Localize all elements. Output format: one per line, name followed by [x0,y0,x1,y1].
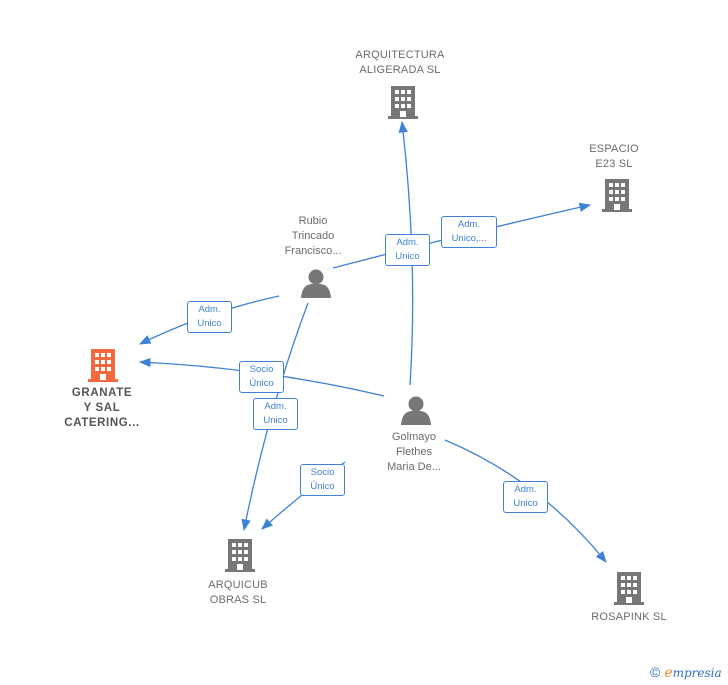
building-focus-icon[interactable] [88,347,118,383]
brand-logo: ©empresia [650,664,722,681]
brand-initial: e [664,665,673,681]
node-label-espacio: ESPACIO E23 SL [589,143,639,170]
building-icon[interactable] [614,570,644,606]
node-label-granate: GRANATE Y SAL CATERING... [64,387,140,429]
node-label-rosapink: ROSAPINK SL [591,611,667,623]
node-label-arquicub: ARQUICUB OBRAS SL [208,579,268,606]
edge-label-golmayo-rosapink[interactable]: Adm. Unico [503,481,548,513]
person-icon[interactable] [400,395,432,425]
edge-label-golmayo-arquitectura[interactable]: Adm. Unico [385,234,430,266]
edge-label-rubio-arquicub[interactable]: Adm. Unico [253,398,298,430]
node-label-arquitectura: ARQUITECTURA ALIGERADA SL [355,49,445,76]
building-icon[interactable] [602,177,632,213]
edge-label-golmayo-granate[interactable]: Socio Único [239,361,284,393]
edge-label-rubio-granate[interactable]: Adm. Unico [187,301,232,333]
node-label-rubio: Rubio Trincado Francisco... [284,215,342,257]
copyright-icon: © [650,664,661,680]
edge-label-rubio-espacio[interactable]: Adm. Unico,... [441,216,497,248]
building-icon[interactable] [388,84,418,120]
node-label-golmayo: Golmayo Flethes Maria De... [387,431,441,473]
brand-name: mpresia [672,666,722,680]
person-icon[interactable] [300,268,332,298]
building-icon[interactable] [225,537,255,573]
edge-label-golmayo-arquicub[interactable]: Socio Único [300,464,345,496]
